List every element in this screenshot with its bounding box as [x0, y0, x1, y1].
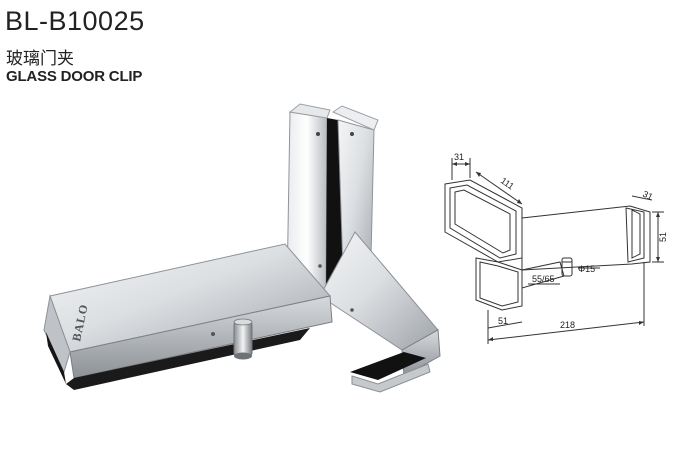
dimension-label: 55/65 — [532, 274, 555, 284]
product-name-english: GLASS DOOR CLIP — [6, 68, 143, 85]
dimension-label: 218 — [560, 320, 575, 330]
dimension-label: 51 — [658, 232, 668, 242]
dimension-label: Φ15 — [578, 264, 595, 274]
glass-door-clip-render: BALO — [43, 103, 441, 393]
dimension-arrows — [452, 162, 660, 341]
product-name-chinese: 玻璃门夹 — [6, 49, 74, 69]
dimension-label: 31 — [641, 189, 654, 202]
dimension-label: 31 — [454, 152, 464, 162]
dimension-label: 51 — [498, 316, 508, 326]
dimension-drawing — [444, 158, 664, 344]
model-number: BL-B10025 — [5, 6, 145, 36]
